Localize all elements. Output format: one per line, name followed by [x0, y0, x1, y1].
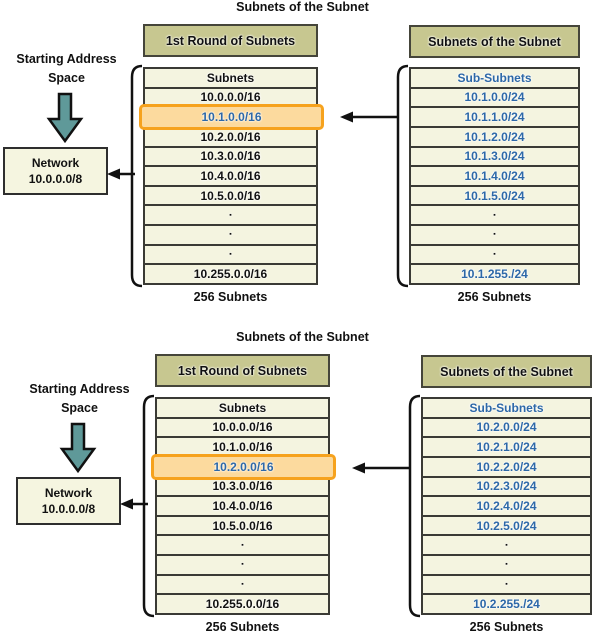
table-row-dots: ▪ — [157, 536, 328, 557]
table-row-dots: ▪ — [145, 226, 316, 246]
table-row-dots: ▪ — [423, 536, 590, 557]
panel-top: Subnets of the Subnet Starting Address S… — [3, 0, 580, 304]
table-row: 10.2.255./24 — [473, 597, 540, 612]
right-table-bracket-icon — [396, 64, 409, 288]
table-row: 10.1.3.0/24 — [411, 148, 578, 168]
table-col-header: Subnets — [157, 399, 328, 419]
table-caption: 256 Subnets — [205, 620, 280, 634]
center-table-bracket-icon — [142, 394, 155, 618]
down-block-arrow-icon — [59, 422, 97, 474]
network-box-address: 10.0.0.0/8 — [28, 172, 83, 186]
network-box-title: Network — [31, 156, 80, 170]
table-col-header: Sub-Subnets — [423, 399, 590, 419]
network-box-address: 10.0.0.0/8 — [41, 502, 96, 516]
table-row: 10.1.0.0/24 — [411, 89, 578, 109]
table-row-dots: ▪ — [145, 206, 316, 227]
table-caption: 256 Subnets — [457, 290, 532, 304]
center-table-header: 1st Round of Subnets — [143, 24, 318, 57]
highlighted-row: 10.1.0.0/16 — [139, 104, 324, 130]
table-row-dots: ▪ — [157, 556, 328, 576]
network-box-title: Network — [44, 486, 93, 500]
table-row: 10.1.5.0/24 — [411, 187, 578, 207]
table-row: 10.2.4.0/24 — [423, 497, 590, 517]
table-row: 10.2.0.0/24 — [423, 419, 590, 439]
network-box: Network 10.0.0.0/8 — [16, 477, 121, 525]
table-row: 10.255.0.0/16 — [193, 267, 268, 282]
table-row: 10.1.4.0/24 — [411, 167, 578, 187]
table-col-header: Sub-Subnets — [411, 69, 578, 89]
arrow-to-highlight-icon — [340, 111, 398, 123]
table-row-dots: ▪ — [423, 576, 590, 596]
panel-title: Subnets of the Subnet — [236, 0, 369, 14]
table-row: 10.0.0.0/16 — [157, 419, 328, 439]
table-row: 10.2.3.0/24 — [423, 478, 590, 498]
table-row: 10.4.0.0/16 — [145, 167, 316, 187]
table-row: 10.2.0.0/16 — [145, 128, 316, 148]
right-table-header: Subnets of the Subnet — [409, 25, 580, 58]
table-row: 10.2.2.0/24 — [423, 458, 590, 478]
right-table-header: Subnets of the Subnet — [421, 355, 592, 388]
table-row: 10.5.0.0/16 — [157, 517, 328, 537]
panel-title: Subnets of the Subnet — [236, 330, 369, 344]
highlighted-row: 10.2.0.0/16 — [151, 454, 336, 480]
table-row: 10.3.0.0/16 — [145, 148, 316, 168]
panel-bottom: Subnets of the Subnet Starting Address S… — [0, 330, 605, 644]
right-table: Sub-Subnets 10.1.0.0/24 10.1.1.0/24 10.1… — [409, 67, 580, 285]
center-table: Subnets 10.0.0.0/16 10.1.0.0/16 10.2.0.0… — [143, 67, 318, 285]
table-row-dots: ▪ — [411, 206, 578, 227]
arrow-to-highlight-icon — [352, 462, 410, 474]
table-row-dots: ▪ — [411, 226, 578, 246]
table-row-dots: ▪ — [157, 576, 328, 596]
table-row-dots: ▪ — [145, 246, 316, 266]
table-caption: 256 Subnets — [469, 620, 544, 634]
center-table-header: 1st Round of Subnets — [155, 354, 330, 387]
network-box: Network 10.0.0.0/8 — [3, 147, 108, 195]
center-table-bracket-icon — [130, 64, 143, 288]
table-col-header: Subnets — [145, 69, 316, 89]
table-row-dots: ▪ — [411, 246, 578, 266]
table-row: 10.3.0.0/16 — [157, 478, 328, 498]
center-table: Subnets 10.0.0.0/16 10.1.0.0/16 10.2.0.0… — [155, 397, 330, 615]
table-row: 10.1.255./24 — [461, 267, 528, 282]
table-row: 10.4.0.0/16 — [157, 497, 328, 517]
right-table-bracket-icon — [408, 394, 421, 618]
table-row: 10.2.1.0/24 — [423, 438, 590, 458]
starting-address-label: Starting Address Space — [29, 382, 130, 415]
table-row-dots: ▪ — [423, 556, 590, 576]
right-table: Sub-Subnets 10.2.0.0/24 10.2.1.0/24 10.2… — [421, 397, 592, 615]
table-row: 10.2.5.0/24 — [423, 517, 590, 537]
table-caption: 256 Subnets — [193, 290, 268, 304]
table-row: 10.5.0.0/16 — [145, 187, 316, 207]
table-row: 10.255.0.0/16 — [205, 597, 280, 612]
starting-address-label: Starting Address Space — [16, 52, 117, 85]
table-row: 10.1.1.0/24 — [411, 108, 578, 128]
table-row: 10.1.2.0/24 — [411, 128, 578, 148]
down-block-arrow-icon — [46, 92, 84, 144]
